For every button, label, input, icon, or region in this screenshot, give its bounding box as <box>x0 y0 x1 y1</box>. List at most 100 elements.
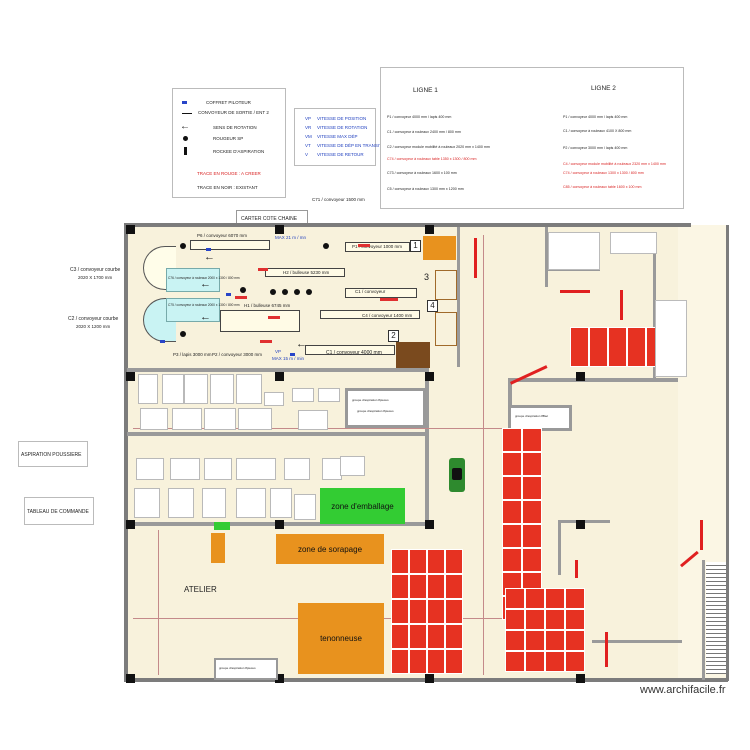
storage-rack <box>589 327 608 367</box>
workstation-desk <box>162 374 184 404</box>
speed-label: VITESSE MAX DÉP <box>317 134 358 139</box>
workstation-desk <box>238 408 272 430</box>
storage-rack <box>409 624 427 649</box>
p1-top-conveyor <box>345 242 410 252</box>
new-item-bar <box>380 298 398 301</box>
roller-dot <box>294 289 300 295</box>
storage-rack <box>522 548 542 572</box>
c4-label: C4 / convoyeur 1400 mm <box>362 313 413 318</box>
storage-rack <box>522 452 542 476</box>
zone-tenonneuse: tenonneuse <box>298 603 384 674</box>
roller-dot <box>282 289 288 295</box>
roller-dot <box>323 243 329 249</box>
p6-label: P6 / convoyeur 6070 mm <box>197 233 248 238</box>
storage-rack <box>502 500 522 524</box>
storage-rack <box>391 649 409 674</box>
workstation-desk <box>340 456 365 476</box>
c2-dim: 2020 X 1200 mm <box>76 324 111 329</box>
roller-dot <box>270 289 276 295</box>
vp-marker: VP <box>275 349 282 354</box>
storage-rack <box>502 524 522 548</box>
storage-rack <box>502 452 522 476</box>
ligne1-item: C73 / convoyeur à rouleaux 1600 x 100 mm <box>387 171 457 175</box>
c2-label: C2 / convoyeur courbe <box>68 316 119 322</box>
rack-stand <box>435 270 457 300</box>
workstation-desk <box>270 488 292 518</box>
storage-rack <box>525 588 545 609</box>
arrow-left-icon: ← <box>200 311 211 323</box>
station-2: 2 <box>388 330 399 342</box>
h1-label: H1 / bulleuse 6745 mm <box>244 303 291 308</box>
storage-rack <box>502 428 522 452</box>
storage-rack <box>445 624 463 649</box>
new-item-bar <box>260 340 272 343</box>
workstation-desk <box>210 374 234 404</box>
legend-item: SENS DE ROTATION <box>213 125 257 130</box>
pillar <box>576 372 585 381</box>
groupe-aspiration: groupe d'aspiration 8pieces <box>214 658 278 680</box>
workstation-desk <box>318 388 340 402</box>
h2-label: H2 / bulleuse 5230 mm <box>283 270 330 275</box>
storage-rack <box>627 327 646 367</box>
c76-roller-conveyor <box>166 268 220 292</box>
speed-label: VITESSE DE POSITION <box>317 116 367 121</box>
storage-rack <box>570 327 589 367</box>
workstation-desk <box>204 458 232 480</box>
rouleur-symbol <box>183 136 188 141</box>
coffret-marker <box>160 340 165 343</box>
coffret-marker <box>206 248 211 251</box>
workstation-desk <box>236 374 262 404</box>
speed-label: VITESSE DE ROTATION <box>317 125 368 130</box>
wall-stairs <box>702 560 705 680</box>
legend-red-note: TRACE EN ROUGE : A CREER <box>197 171 261 176</box>
sanitary-room <box>548 232 600 270</box>
door <box>605 632 608 667</box>
c3-label: C3 / convoyeur courbe <box>70 267 121 273</box>
orange-machine <box>423 236 456 260</box>
storage-rack <box>409 549 427 574</box>
storage-rack <box>545 651 565 672</box>
workstation-desk <box>172 408 202 430</box>
atelier-label: ATELIER <box>184 585 217 594</box>
workstation-desk <box>236 488 266 518</box>
stairs <box>706 562 726 674</box>
legend-item: ROUGEUR SP <box>213 136 244 141</box>
storage-rack <box>522 428 542 452</box>
station-4: 4 <box>427 300 438 312</box>
wall-diagonal-area <box>508 378 678 382</box>
storage-rack <box>445 574 463 599</box>
storage-rack <box>409 574 427 599</box>
workstation-desk <box>298 410 328 430</box>
new-item-bar <box>358 244 370 247</box>
wall-office-bottom <box>560 520 610 523</box>
storage-rack <box>545 609 565 630</box>
arrow-left-icon: ← <box>204 251 215 263</box>
storage-rack <box>505 588 525 609</box>
groupe-aspiration: groupe d'aspiration 8pieces <box>357 409 394 413</box>
storage-rack <box>409 599 427 624</box>
arrow-left-icon: ← <box>296 338 307 350</box>
c4-conveyor <box>320 310 420 319</box>
storage-rack <box>505 609 525 630</box>
storage-rack <box>391 549 409 574</box>
speed-code: VM <box>305 134 312 139</box>
storage-rack <box>505 630 525 651</box>
storage-rack <box>409 649 427 674</box>
door <box>560 290 590 293</box>
wall-right-vertical <box>653 240 656 380</box>
watermark: www.archifacile.fr <box>640 684 726 696</box>
station-3: 3 <box>423 272 429 282</box>
ligne1-title: LIGNE 1 <box>413 87 438 94</box>
pillar <box>275 674 284 683</box>
pillar <box>425 372 434 381</box>
storage-rack <box>505 651 525 672</box>
wall-vertical-1 <box>425 368 429 526</box>
p6-conveyor <box>190 240 270 250</box>
workstation-desk <box>322 458 342 480</box>
storage-rack <box>445 649 463 674</box>
speed-label: VITESSE DE RETOUR <box>317 152 364 157</box>
pillar <box>126 225 135 234</box>
storage-rack <box>565 588 585 609</box>
pillar <box>275 520 284 529</box>
pillar <box>425 225 434 234</box>
